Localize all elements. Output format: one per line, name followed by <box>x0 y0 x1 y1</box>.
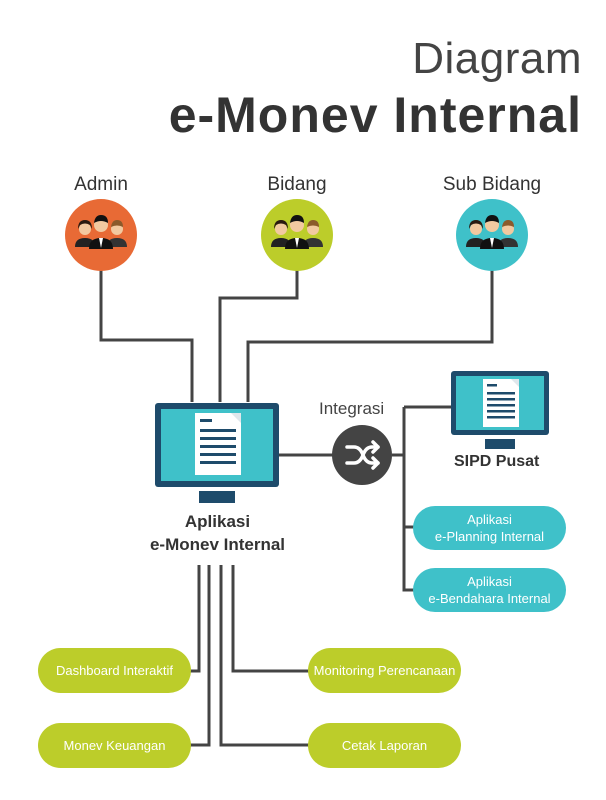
role-label-sub-bidang: Sub Bidang <box>442 174 542 195</box>
e-bendahara-app-pill: Aplikasi e-Bendahara Internal <box>413 568 566 612</box>
integration-label: Integrasi <box>319 399 385 418</box>
e-monev-monitor-icon <box>155 403 279 508</box>
feature-dashboard-interaktif: Dashboard Interaktif <box>38 648 191 693</box>
e-bendahara-line2: e-Bendahara Internal <box>428 591 551 606</box>
central-app-label: Aplikasi e-Monev Internal <box>125 510 310 556</box>
shuffle-icon <box>332 425 392 485</box>
sub-bidang-group-icon <box>456 199 528 271</box>
feature-monitoring-perencanaan: Monitoring Perencanaan <box>308 648 461 693</box>
admin-group-icon <box>65 199 137 271</box>
central-app-label-line2: e-Monev Internal <box>149 535 286 554</box>
feature-monev-keuangan: Monev Keuangan <box>38 723 191 768</box>
e-planning-app-pill: Aplikasi e-Planning Internal <box>413 506 566 550</box>
sipd-monitor-icon <box>451 371 549 456</box>
sipd-pusat-label: SIPD Pusat <box>454 453 540 470</box>
bidang-group-icon <box>261 199 333 271</box>
e-bendahara-line1: Aplikasi <box>467 574 512 589</box>
role-label-bidang: Bidang <box>267 174 327 195</box>
e-planning-line1: Aplikasi <box>467 512 512 527</box>
central-app-label-line1: Aplikasi <box>184 512 251 531</box>
diagram-title-line1: Diagram <box>412 34 582 83</box>
diagram-title-line2: e-Monev Internal <box>168 87 582 143</box>
role-label-admin: Admin <box>74 174 128 195</box>
e-planning-line2: e-Planning Internal <box>434 529 545 544</box>
feature-cetak-laporan: Cetak Laporan <box>308 723 461 768</box>
